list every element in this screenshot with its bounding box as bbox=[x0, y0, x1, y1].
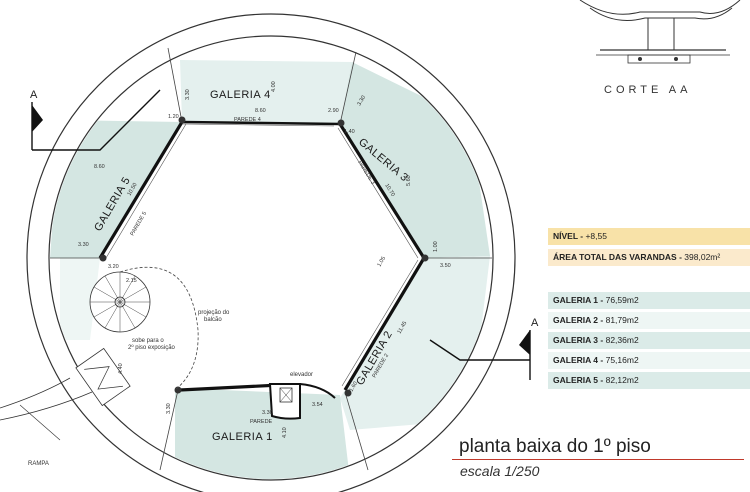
gallery-area-label: GALERIA 1 - bbox=[553, 295, 604, 305]
level-value: +8,55 bbox=[585, 231, 607, 241]
gallery-1-area bbox=[175, 388, 350, 479]
cut-mark-right: A bbox=[531, 317, 539, 329]
ramp bbox=[0, 347, 131, 441]
gallery-area-row: GALERIA 3 - 82,36m2 bbox=[548, 332, 750, 349]
gallery-3-area bbox=[340, 62, 490, 258]
landing-area bbox=[60, 258, 100, 340]
elevator bbox=[268, 383, 336, 420]
gallery-area-value: 82,12m2 bbox=[605, 375, 639, 385]
gallery-5-area bbox=[50, 120, 182, 258]
inner-ring bbox=[48, 35, 494, 481]
section-sketch bbox=[579, 0, 741, 64]
gallery-area-row: GALERIA 2 - 81,79m2 bbox=[548, 312, 750, 329]
dim-label: 3.30 bbox=[185, 89, 191, 100]
dim-label: 4.00 bbox=[271, 81, 277, 92]
cut-mark-left: A bbox=[30, 89, 38, 101]
dim-label: 11.45 bbox=[397, 320, 409, 335]
note-projection-2: balcão bbox=[204, 317, 222, 323]
gallery-area-row: GALERIA 1 - 76,59m2 bbox=[548, 292, 750, 309]
note-ramp: RAMPA bbox=[28, 461, 49, 467]
gallery-area-row: GALERIA 4 - 75,16m2 bbox=[548, 352, 750, 369]
wall-4-label: PAREDE 4 bbox=[234, 117, 261, 123]
dim-label: 3.30 bbox=[262, 410, 273, 416]
dim-label: 8.60 bbox=[94, 164, 105, 170]
gallery-area-row: GALERIA 5 - 82,12m2 bbox=[548, 372, 750, 389]
dim-label: 1.40 bbox=[344, 129, 355, 135]
dim-label: 3.30 bbox=[357, 95, 368, 107]
gallery-area-table: GALERIA 1 - 76,59m2 GALERIA 2 - 81,79m2 … bbox=[548, 292, 750, 389]
gallery-area-value: 75,16m2 bbox=[605, 355, 639, 365]
dim-label: 3.30 bbox=[166, 403, 172, 414]
area-value: 398,02m² bbox=[684, 252, 721, 262]
gallery-area-label: GALERIA 5 - bbox=[553, 375, 604, 385]
gallery-area-value: 82,36m2 bbox=[605, 335, 639, 345]
gallery-4-area bbox=[180, 60, 352, 124]
gallery-4-label: GALERIA 4 bbox=[210, 89, 271, 101]
drawing-scale: escala 1/250 bbox=[460, 463, 540, 479]
gallery-area-label: GALERIA 4 - bbox=[553, 355, 604, 365]
area-label: ÁREA TOTAL DAS VARANDAS - bbox=[553, 252, 682, 262]
gallery-area-value: 81,79m2 bbox=[605, 315, 639, 325]
dim-label: 1.00 bbox=[433, 241, 439, 252]
dim-label: 3.30 bbox=[78, 242, 89, 248]
note-stair-1: sobe para o bbox=[132, 338, 164, 344]
title-underline bbox=[452, 459, 744, 460]
spiral-stair-icon bbox=[89, 271, 151, 333]
info-level-row: NÍVEL - +8,55 bbox=[548, 228, 750, 245]
note-stair-2: 2º piso exposição bbox=[128, 344, 176, 351]
level-label: NÍVEL - bbox=[553, 231, 584, 241]
dim-label: 1.60 bbox=[349, 381, 360, 393]
radial-lines bbox=[50, 47, 492, 471]
outer-ring bbox=[26, 13, 516, 492]
section-cut bbox=[31, 89, 531, 380]
balcony-projection bbox=[119, 266, 199, 391]
dim-label: 2.90 bbox=[328, 108, 339, 114]
dim-label: 5.60 bbox=[406, 175, 412, 186]
drawing-title: planta baixa do 1º piso bbox=[459, 436, 651, 457]
columns bbox=[99, 116, 429, 397]
dim-label: 4.40 bbox=[118, 363, 124, 374]
wall-1-label: PAREDE bbox=[250, 419, 273, 425]
note-projection-1: projeção do bbox=[198, 310, 230, 316]
dim-label: 1.20 bbox=[168, 114, 179, 120]
dim-label: 8.60 bbox=[255, 108, 266, 114]
dim-label: 4.10 bbox=[282, 427, 288, 438]
info-panel: NÍVEL - +8,55 ÁREA TOTAL DAS VARANDAS - … bbox=[548, 228, 750, 266]
info-area-row: ÁREA TOTAL DAS VARANDAS - 398,02m² bbox=[548, 249, 750, 266]
dim-label: 1.05 bbox=[377, 256, 388, 268]
dim-label: 3.54 bbox=[312, 402, 323, 408]
gallery-2-area bbox=[340, 256, 490, 430]
gallery-1-label: GALERIA 1 bbox=[212, 431, 273, 443]
section-title: CORTE AA bbox=[604, 84, 692, 96]
gallery-area-label: GALERIA 2 - bbox=[553, 315, 604, 325]
dim-label: 2.15 bbox=[126, 278, 137, 284]
dim-label: 3.20 bbox=[108, 264, 119, 270]
gallery-area-value: 76,59m2 bbox=[605, 295, 639, 305]
gallery-area-label: GALERIA 3 - bbox=[553, 335, 604, 345]
note-elevator: elevador bbox=[290, 372, 313, 378]
wall-5-label: PAREDE 5 bbox=[130, 211, 149, 237]
central-walls bbox=[98, 120, 426, 392]
dim-label: 3.50 bbox=[440, 263, 451, 269]
